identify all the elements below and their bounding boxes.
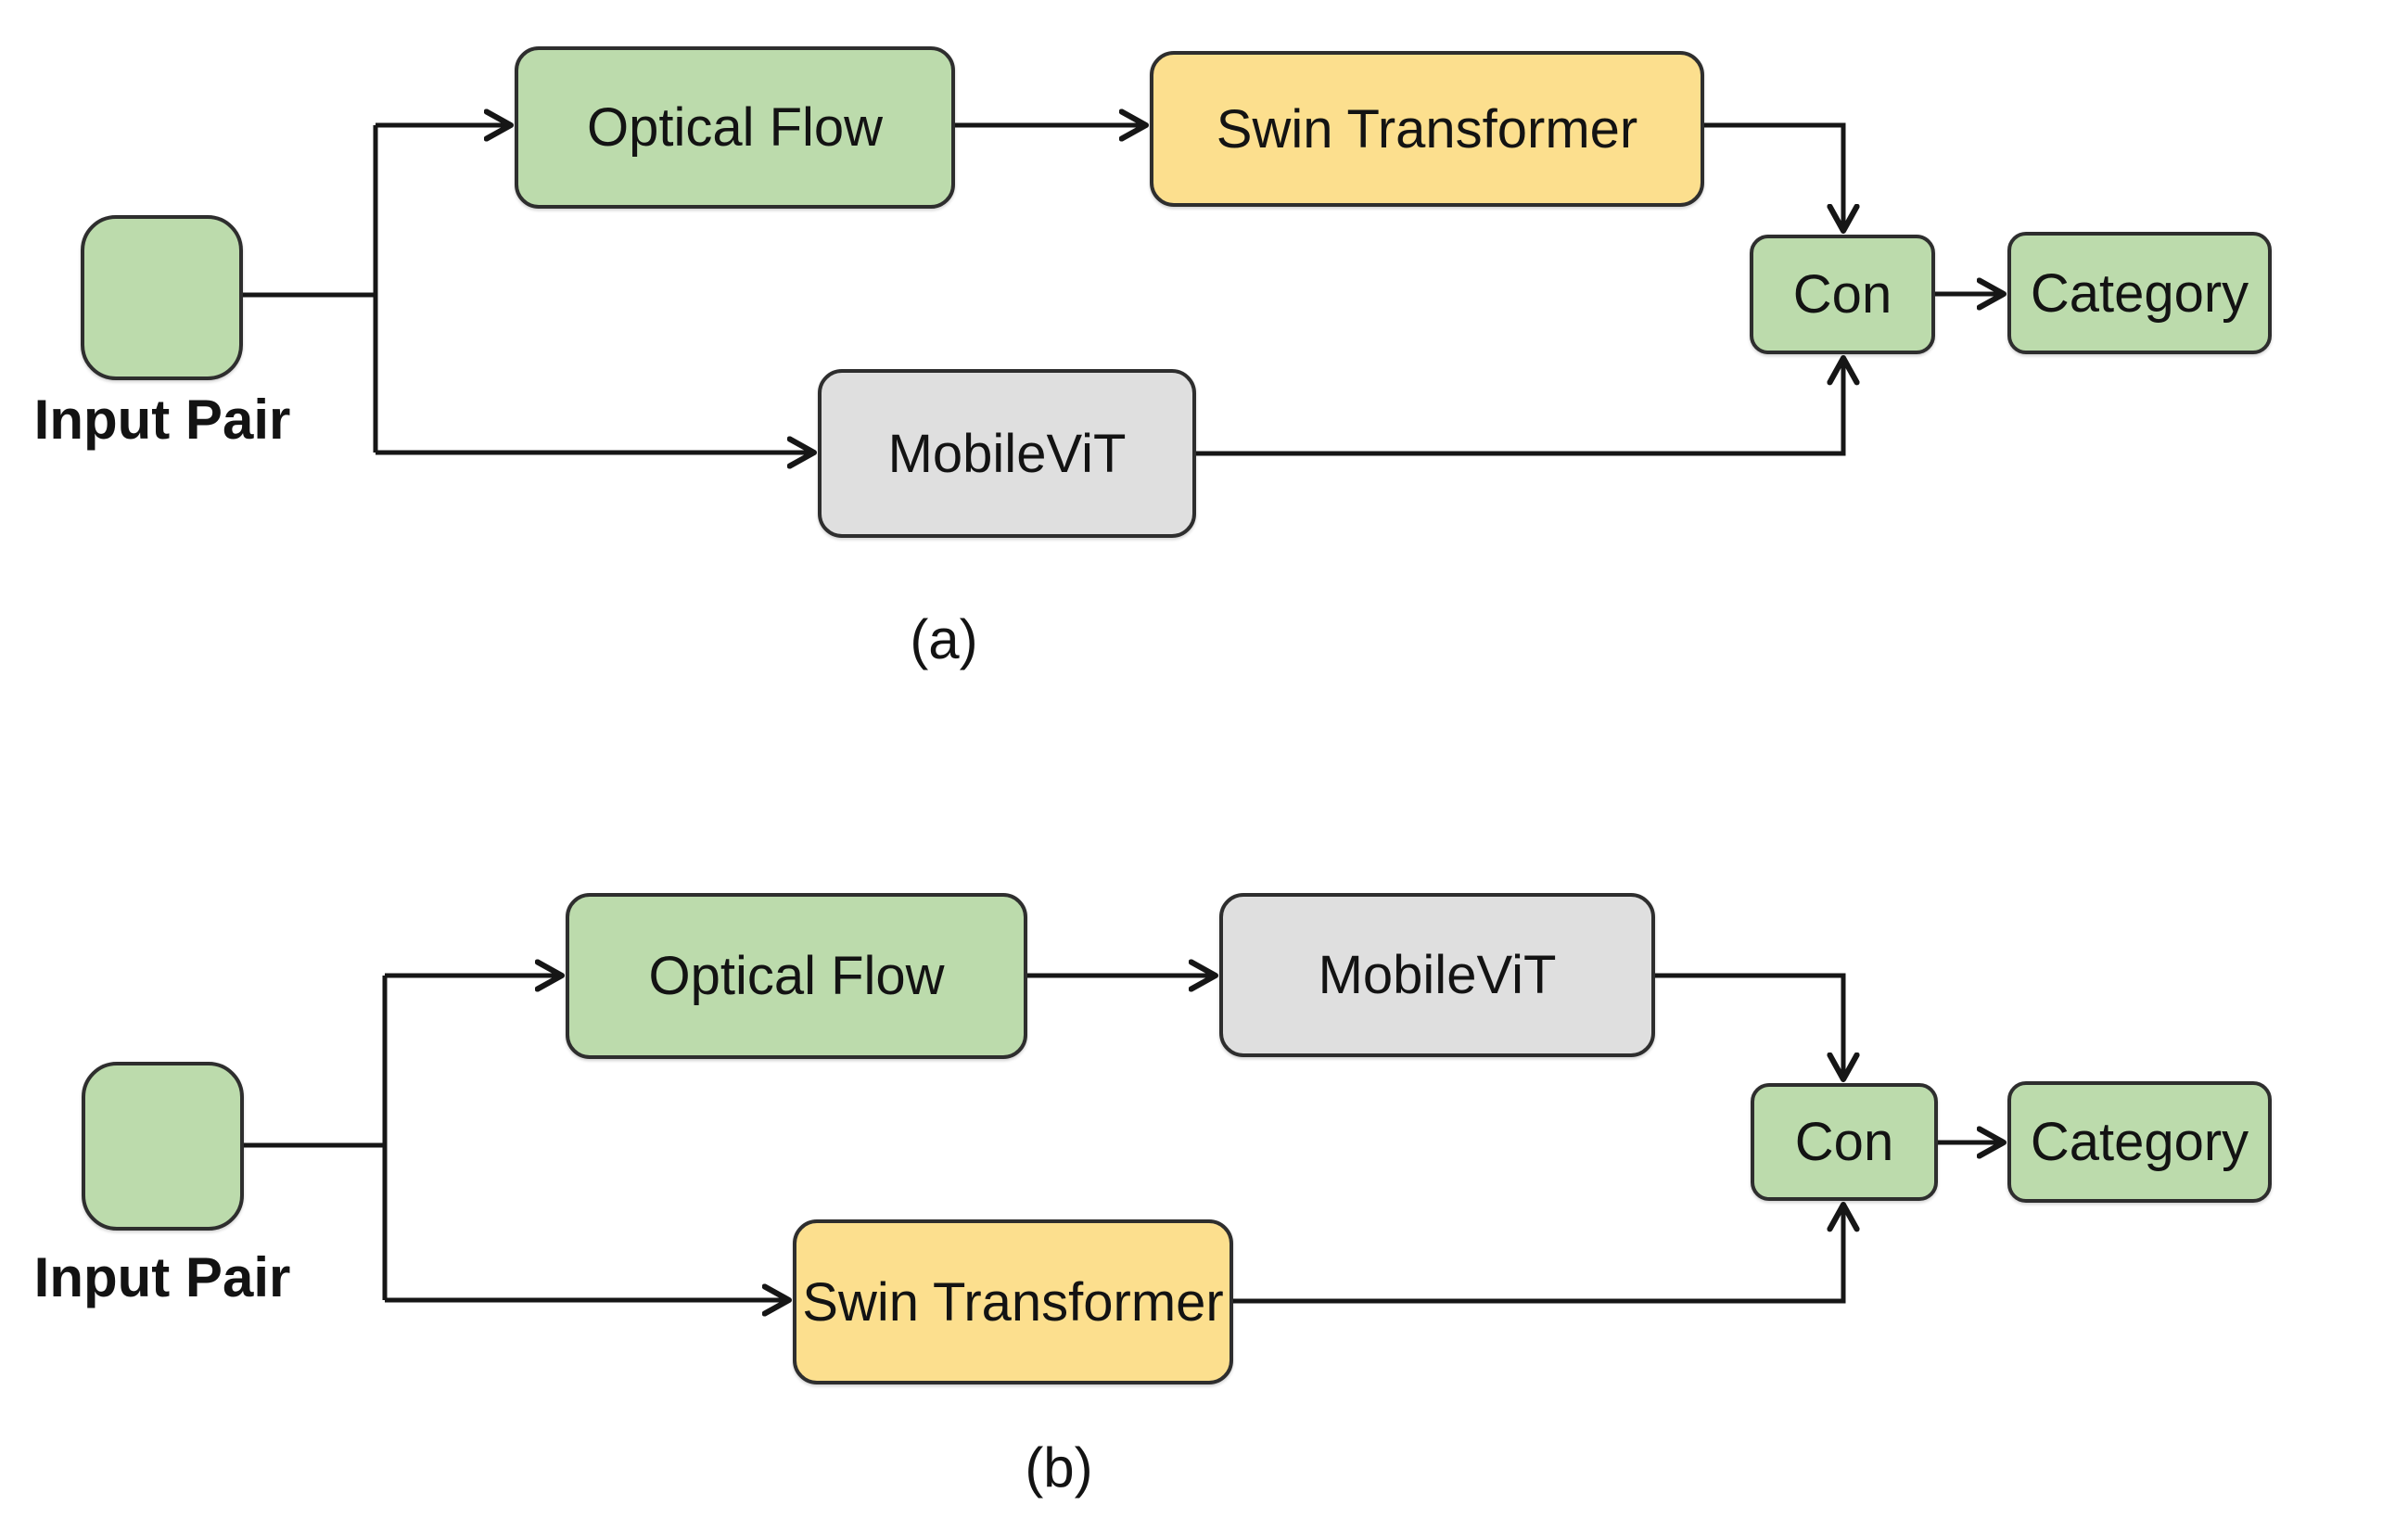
node-category-b: Category [2007,1081,2272,1203]
node-category-a: Category [2007,232,2272,354]
edge-a-mobilevit-to-con [1196,361,1843,456]
node-optical-flow-b: Optical Flow [566,893,1027,1059]
node-con-a: Con [1750,235,1935,354]
input-pair-label-b: Input Pair [33,1246,291,1308]
edge-a-swin-to-con [1704,122,1843,228]
node-input-pair-a [81,215,243,380]
node-swin-transformer-a: Swin Transformer [1150,51,1704,207]
node-con-b: Con [1751,1083,1938,1201]
panel-caption-b: (b) [1025,1436,1093,1499]
node-optical-flow-a: Optical Flow [515,46,955,209]
node-swin-transformer-b: Swin Transformer [793,1219,1233,1384]
panel-caption-a: (a) [910,608,978,670]
node-input-pair-b [82,1062,244,1231]
edge-b-swin-to-con [1233,1207,1843,1304]
edge-b-mobilevit-to-con [1655,973,1843,1077]
node-mobilevit-a: MobileViT [818,369,1196,538]
input-pair-label-a: Input Pair [33,389,291,451]
node-mobilevit-b: MobileViT [1219,893,1655,1057]
